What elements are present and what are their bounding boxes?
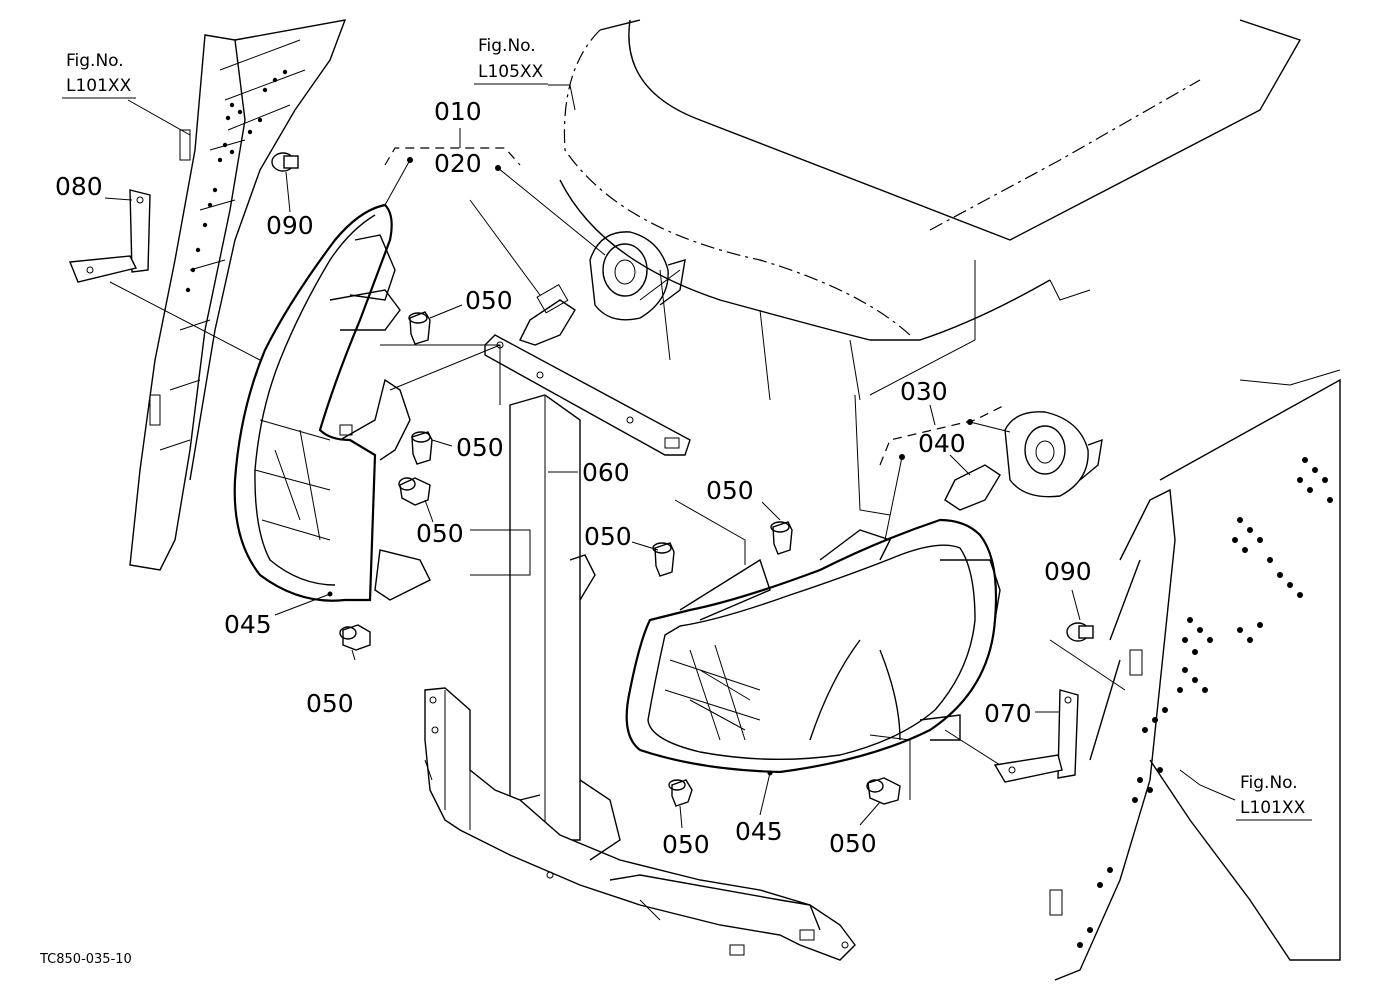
screw-050-g xyxy=(668,779,693,807)
screw-050-b xyxy=(411,431,433,465)
leader-lines xyxy=(104,84,1236,829)
fig-ref-left: Fig.No. L101XX xyxy=(62,51,136,99)
callout-050-h: 050 xyxy=(829,829,877,858)
right-frame-panel xyxy=(1049,378,1341,981)
left-bulb-020 xyxy=(469,199,576,346)
callout-040: 040 xyxy=(918,429,966,458)
callout-050-f: 050 xyxy=(706,476,754,505)
bracket-080 xyxy=(69,189,261,361)
callout-010: 010 xyxy=(434,97,482,126)
fig-ref-right-line1: Fig.No. xyxy=(1240,773,1298,793)
screw-050-f xyxy=(770,521,793,555)
hood-outline xyxy=(559,19,1341,401)
callout-020: 020 xyxy=(434,149,482,178)
left-socket-cover xyxy=(497,167,686,321)
callout-080: 080 xyxy=(55,172,103,201)
diagram-code: TC850-035-10 xyxy=(39,952,132,967)
bolt-090-left xyxy=(271,152,299,172)
callout-045-left: 045 xyxy=(224,610,272,639)
callout-070: 070 xyxy=(984,699,1032,728)
screw-050-a xyxy=(408,311,431,345)
bracket-070 xyxy=(944,689,1079,783)
screw-050-h xyxy=(866,777,901,805)
callout-050-d: 050 xyxy=(306,689,354,718)
right-bulb-040 xyxy=(944,454,1001,511)
lower-frame-bracket xyxy=(424,687,856,961)
callout-050-b: 050 xyxy=(456,433,504,462)
fig-ref-left-line1: Fig.No. xyxy=(66,51,124,71)
right-socket-cover xyxy=(969,411,1103,498)
callout-050-e: 050 xyxy=(584,522,632,551)
screw-050-c xyxy=(398,477,431,506)
callout-090-right: 090 xyxy=(1044,557,1092,586)
left-frame-panel xyxy=(129,19,347,571)
callout-050-g: 050 xyxy=(662,830,710,859)
callout-050-c: 050 xyxy=(416,519,464,548)
callout-030: 030 xyxy=(900,377,948,406)
fig-ref-top-line1: Fig.No. xyxy=(478,36,536,56)
fig-ref-right: Fig.No. L101XX xyxy=(1236,773,1312,821)
bolt-090-right xyxy=(1066,622,1094,642)
fig-ref-right-line2: L101XX xyxy=(1240,798,1306,818)
left-headlamp-assembly xyxy=(233,203,431,602)
bracket-060 xyxy=(484,334,691,841)
callout-060: 060 xyxy=(582,458,630,487)
screw-050-e xyxy=(652,542,675,577)
callout-090-left: 090 xyxy=(266,211,314,240)
screw-050-d xyxy=(339,624,371,651)
fig-ref-top: Fig.No. L105XX xyxy=(474,36,548,85)
callout-050-a: 050 xyxy=(465,286,513,315)
fig-ref-top-line2: L105XX xyxy=(478,62,544,82)
fig-ref-left-line2: L101XX xyxy=(66,76,132,96)
right-headlamp-assembly xyxy=(625,518,1001,776)
callout-045-right: 045 xyxy=(735,817,783,846)
right-grille-mesh xyxy=(1077,457,1333,948)
